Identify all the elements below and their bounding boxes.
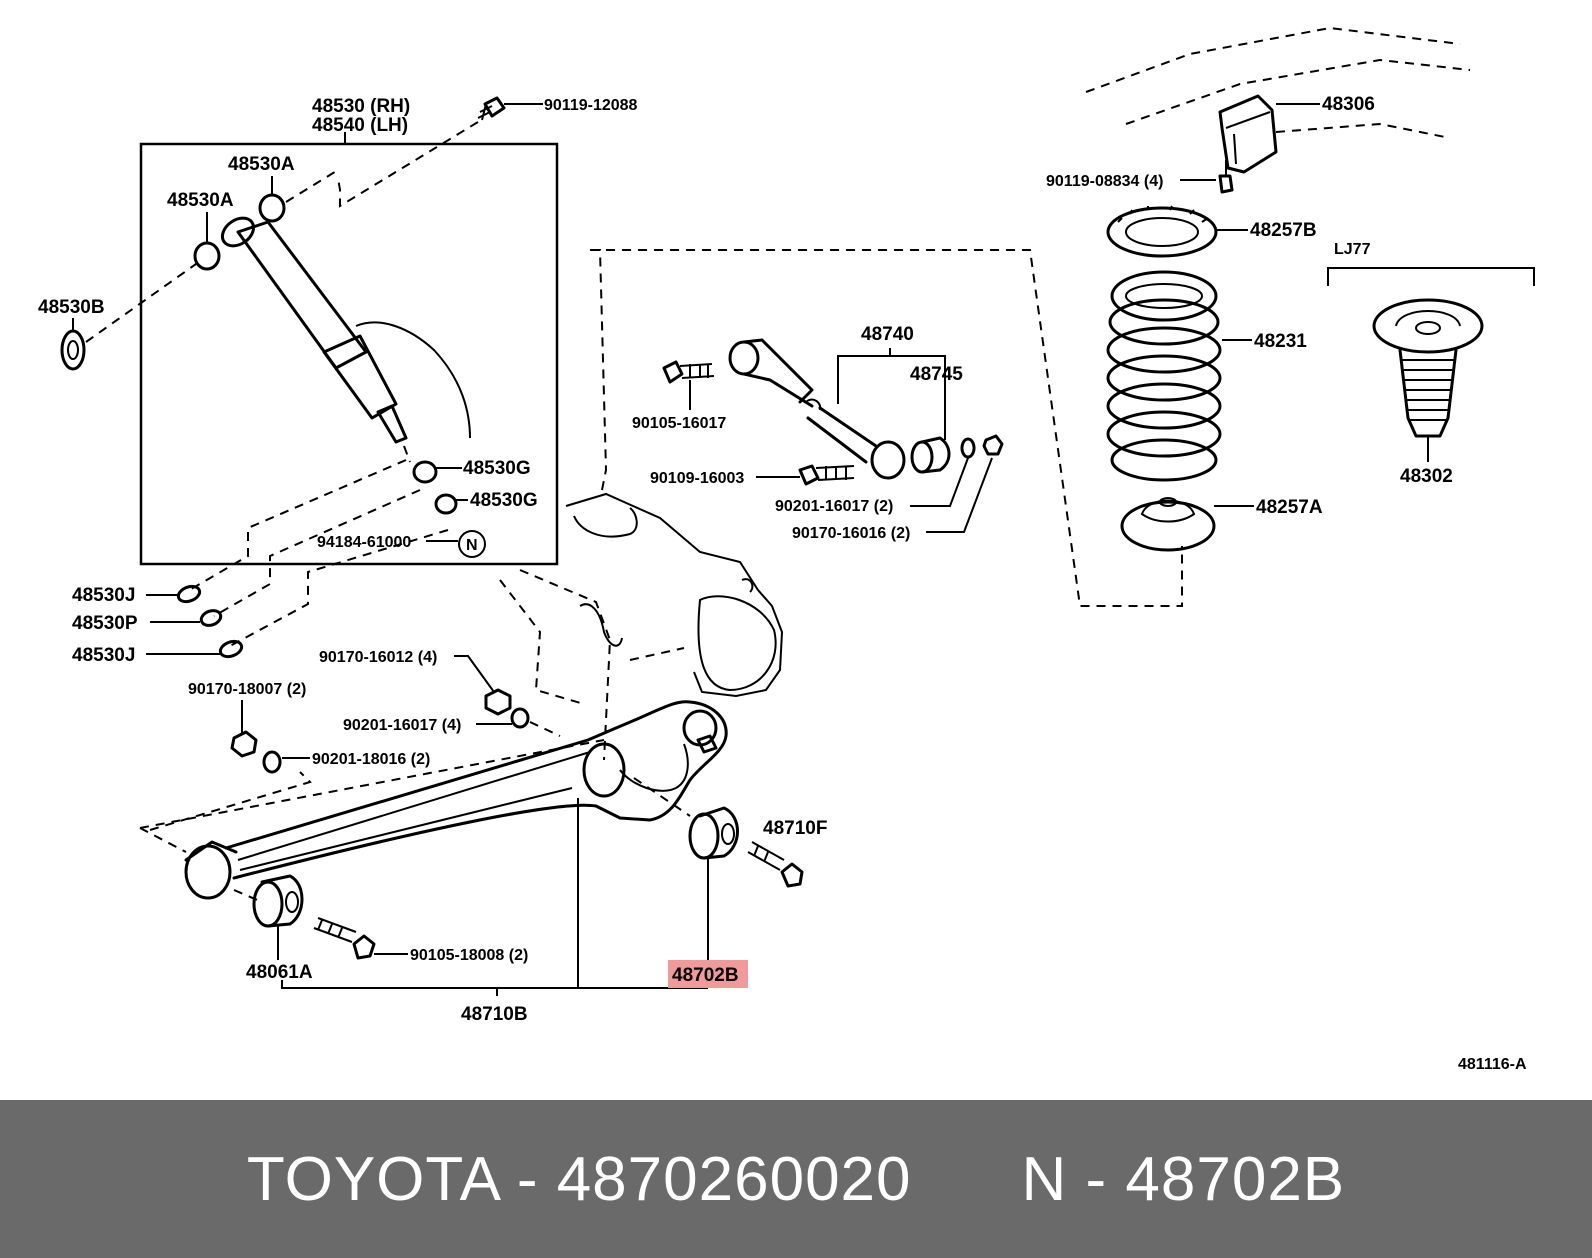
footer-ref: N - 48702B [1021,1144,1346,1214]
lower-control-arm-48710b [184,700,728,900]
insulator-48257b [1106,205,1218,258]
label-48530p: 48530P [72,613,138,634]
label-48702b: 48702B [672,965,739,986]
label-48740: 48740 [861,324,914,345]
washer-48530b [60,329,86,371]
coil-spring-48231 [1106,270,1222,482]
bolt-90109-16003 [798,464,855,486]
shock-absorber-group-box [139,142,559,566]
figure-id: 481116-A [1458,1056,1527,1073]
footer-banner: TOYOTA - 4870260020 N - 48702B [0,1100,1592,1258]
label-48231: 48231 [1254,331,1307,352]
shock-absorber [220,216,471,444]
washer-48530p [199,609,223,627]
bump-stopper-48302 [1372,298,1484,438]
body-frame-lines [1085,26,1471,139]
bolt-90119-08834 [1218,160,1234,194]
label-48710b: 48710B [461,1004,528,1025]
bushing-48710f [688,806,739,860]
label-94184-61000: 94184-61000 [317,534,411,551]
insulator-48257a [1120,497,1216,552]
label-90170-18007: 90170-18007 (2) [188,681,306,698]
bolt-90119-12088 [477,96,506,121]
n-mark-label: N [466,537,478,554]
label-90170-16012: 90170-16012 (4) [319,649,437,666]
lateral-rod-group-frame [590,249,1183,607]
label-48710f: 48710F [763,818,827,839]
highlight-48702b [668,960,748,988]
label-48257b: 48257B [1250,220,1317,241]
label-lj77: LJ77 [1334,241,1371,258]
washer-90201-18016 [262,750,282,774]
washer-48530j-2 [218,639,244,659]
axle-housing [499,249,784,761]
bolt-rear-arm [747,841,804,888]
n-mark-circle [458,530,486,558]
label-48061a: 48061A [246,962,313,983]
label-90201-18016: 90201-18016 (2) [312,751,430,768]
bolt-90105-16017 [662,360,715,384]
label-48530j-1: 48530J [72,585,135,606]
bushing-48061a [252,874,304,928]
label-90109-16003: 90109-16003 [650,470,744,487]
label-90170-16016: 90170-16016 (2) [792,525,910,542]
label-48530g-2: 48530G [470,490,538,511]
label-48530-rh: 48530 (RH) [312,96,410,117]
washer-48530j-1 [176,584,202,604]
bracket-48306 [1218,94,1278,174]
label-90201-16017-4: 90201-16017 (4) [343,717,461,734]
label-48306: 48306 [1322,94,1375,115]
label-48530b: 48530B [38,297,105,318]
label-48257a: 48257A [1256,497,1323,518]
label-90105-16017: 90105-16017 [632,415,726,432]
footer-part-number: TOYOTA - 4870260020 [246,1144,912,1214]
label-48530j-2: 48530J [72,645,135,666]
nut-90170-18007 [230,730,258,758]
cushion-48530a-left [193,241,221,271]
label-48530g-1: 48530G [463,458,531,479]
washer-90201-16017 [960,437,976,459]
label-90119-12088: 90119-12088 [544,97,638,114]
bolt-90105-18008 [313,917,376,960]
label-48530a-top: 48530A [228,154,295,175]
cushion-48530g-2 [434,493,458,515]
nut-90170-16012 [484,688,512,716]
parts-diagram: 48530 (RH) 48540 (LH) 90119-12088 48530A… [38,26,1535,1073]
label-48745: 48745 [910,364,963,385]
label-90105-18008: 90105-18008 (2) [410,947,528,964]
washer-90201-16017-4 [510,707,530,729]
label-90119-08834: 90119-08834 (4) [1046,173,1163,190]
label-90201-16017: 90201-16017 (2) [775,498,893,515]
lateral-rod-48740 [728,338,906,480]
nut-90170-16016 [982,434,1004,456]
label-48530a-left: 48530A [167,190,234,211]
cushion-48530g-1 [412,460,438,484]
bushing-48745 [910,436,951,474]
label-48540-lh: 48540 (LH) [312,115,408,136]
label-48302: 48302 [1400,466,1453,487]
cushion-48530a-top [258,193,286,223]
